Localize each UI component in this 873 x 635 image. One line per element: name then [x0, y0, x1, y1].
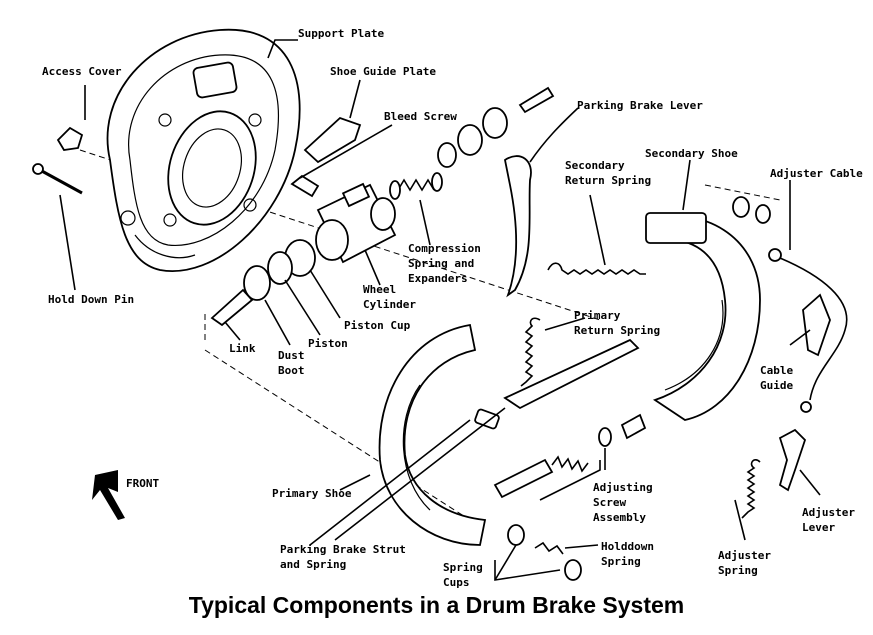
- label-parking-brake-lever: Parking Brake Lever: [577, 99, 703, 112]
- label-piston-cup: Piston Cup: [344, 319, 411, 332]
- adjuster-lever-part: [778, 428, 807, 492]
- access-cover-part: [56, 126, 84, 151]
- label-shoe-guide-plate: Shoe Guide Plate: [330, 65, 436, 78]
- label-holddown-spring: Holddown Spring: [601, 540, 654, 568]
- label-front: FRONT: [126, 477, 160, 490]
- support-plate-part: [106, 28, 301, 272]
- label-piston: Piston: [308, 337, 348, 350]
- parking-brake-strut-part: [503, 338, 640, 410]
- label-adjusting-screw: Adjusting Screw Assembly: [593, 481, 653, 524]
- label-bleed-screw: Bleed Screw: [384, 110, 457, 123]
- primary-return-spring-part: [520, 317, 541, 387]
- label-adjuster-spring: Adjuster Spring: [718, 549, 771, 577]
- label-support-plate: Support Plate: [298, 27, 385, 40]
- expander-left: [389, 180, 401, 200]
- front-arrow-icon: [92, 470, 125, 520]
- label-wheel-cylinder: Wheel Cylinder: [363, 283, 416, 311]
- spring-cup-upper: [507, 524, 525, 546]
- strut-spring-part: [474, 408, 500, 430]
- label-link: Link: [229, 342, 256, 355]
- bleed-screw-part: [290, 174, 320, 198]
- label-hold-down-pin: Hold Down Pin: [48, 293, 135, 306]
- assembly-axis-adjuster: [704, 184, 781, 201]
- holddown-spring-part: [534, 541, 564, 555]
- adjuster-washer-2: [755, 204, 771, 224]
- label-adjuster-lever: Adjuster Lever: [802, 506, 855, 534]
- leader-lines: [59, 39, 821, 581]
- label-adjuster-cable: Adjuster Cable: [770, 167, 863, 180]
- label-primary-return-spring: Primary Return Spring: [574, 309, 661, 337]
- label-primary-shoe: Primary Shoe: [272, 487, 352, 500]
- cable-guide-part: [802, 293, 831, 357]
- adjuster-spring-part: [741, 459, 761, 519]
- spring-cup-lower: [564, 559, 582, 581]
- label-secondary-return-spring: Secondary Return Spring: [565, 159, 652, 187]
- label-secondary-shoe: Secondary Shoe: [645, 147, 738, 160]
- label-cable-guide: Cable Guide: [760, 364, 794, 392]
- wheel-cylinder-part: [315, 182, 397, 264]
- label-dust-boot: Dust Boot: [278, 349, 305, 377]
- hold-down-pin-part: [32, 163, 83, 195]
- secondary-shoe-part: [645, 212, 761, 421]
- label-parking-brake-strut: Parking Brake Strut and Spring: [280, 543, 406, 571]
- right-piston-set: [437, 86, 555, 168]
- assembly-axis-lower: [204, 349, 471, 521]
- adjuster-cable-part: [768, 248, 848, 413]
- label-spring-cups: Spring Cups: [443, 561, 483, 589]
- secondary-return-spring-part: [547, 262, 646, 275]
- diagram-title: Typical Components in a Drum Brake Syste…: [188, 592, 685, 618]
- parking-brake-lever-part: [503, 155, 532, 298]
- shoe-guide-plate-part: [303, 116, 362, 164]
- label-access-cover: Access Cover: [42, 65, 122, 78]
- adjusting-screw-part: [493, 413, 647, 499]
- primary-shoe-part: [378, 323, 487, 546]
- label-compression-spring: Compression Spring and Expanders: [408, 242, 481, 285]
- expander-right: [431, 172, 443, 192]
- compression-spring-part: [397, 178, 435, 192]
- adjuster-washer: [732, 196, 750, 218]
- left-piston-set: [210, 239, 316, 327]
